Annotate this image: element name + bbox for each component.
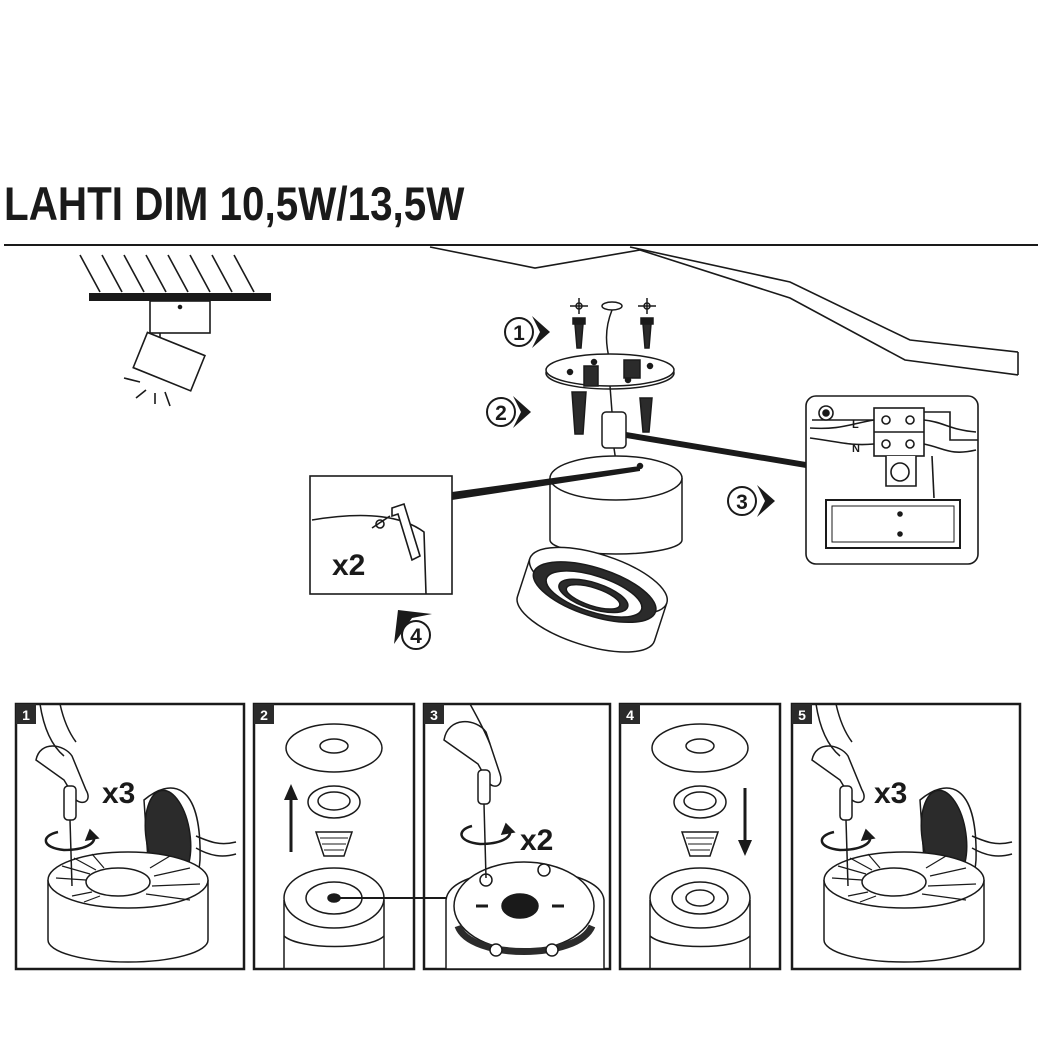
panel-number: 3: [430, 707, 438, 723]
rotate-arrow-icon: [44, 830, 96, 852]
luminaire-head: [516, 546, 669, 653]
rotate-arrow-icon: [820, 830, 872, 852]
hand-screwdriver-icon: [811, 703, 865, 887]
step-panel-2: 2: [252, 702, 450, 971]
document-title: LAHTI DIM 10,5W/13,5W: [4, 177, 465, 230]
overview-step-1: 1: [504, 316, 550, 348]
step-panel-4: 4: [618, 702, 782, 971]
screw-hole-marks: [570, 298, 656, 314]
panel-number: 4: [626, 707, 634, 723]
wiring-detail-box: L N: [805, 395, 979, 565]
inset-multiplier: x2: [332, 549, 365, 582]
ceiling-outline: [429, 246, 1019, 376]
hex-key-icon: [391, 502, 421, 562]
step-number: 3: [736, 491, 748, 514]
step-panel-3: 3 x2: [422, 702, 612, 971]
mounting-assembly: [452, 298, 806, 653]
overview-step-2: 2: [486, 396, 531, 428]
overview-step-4: 4: [394, 610, 432, 650]
wire-label-neutral: N: [852, 443, 860, 455]
panel-number: 5: [798, 707, 806, 723]
screw-icon: [639, 397, 653, 433]
ceiling-mount-icon: [79, 254, 271, 407]
step-number: 4: [410, 625, 422, 648]
connector-block-icon: [873, 407, 925, 457]
panel-multiplier: x3: [102, 777, 135, 810]
panel-multiplier: x2: [520, 824, 553, 857]
step-number: 1: [513, 322, 525, 345]
arrow-up-icon: [284, 784, 298, 852]
hex-key-inset: x2: [309, 475, 453, 595]
panel-multiplier: x3: [874, 777, 907, 810]
rotate-arrow-icon: [460, 824, 512, 846]
hand-screwdriver-icon: [35, 703, 89, 887]
overview-step-3: 3: [727, 485, 775, 517]
step-panel-5: 5 x3: [790, 702, 1022, 971]
connector-block-icon: [601, 411, 627, 449]
screw-icon: [572, 317, 586, 349]
wire-label-live: L: [852, 419, 859, 431]
step-panel-1: 1 x3: [14, 702, 246, 971]
hand-screwdriver-icon: [443, 703, 502, 879]
screw-icon: [571, 391, 587, 435]
arrow-down-icon: [738, 788, 752, 856]
mounting-plate-icon: [545, 353, 675, 390]
luminaire-base: [549, 455, 683, 555]
step-number: 2: [495, 402, 507, 425]
screw-icon: [640, 317, 654, 349]
panel-number: 1: [22, 707, 30, 723]
panel-number: 2: [260, 707, 268, 723]
